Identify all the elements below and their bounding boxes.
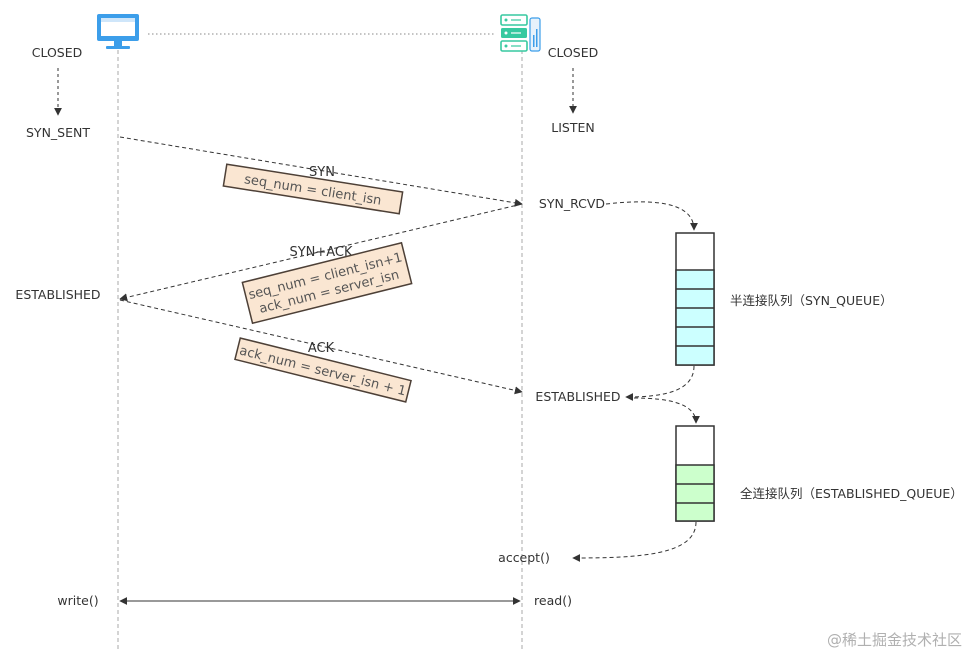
- syn-queue-label: 半连接队列（SYN_QUEUE）: [730, 293, 893, 308]
- server-state-closed: CLOSED: [548, 45, 599, 60]
- server-accept-call: accept(): [498, 550, 550, 565]
- accept-queue-to-accept-arrow: [572, 521, 697, 562]
- server-icon: [500, 14, 541, 52]
- established-to-accept-queue-arrow: [633, 397, 700, 424]
- accept-queue: [675, 425, 715, 522]
- accept-queue-label: 全连接队列（ESTABLISHED_QUEUE）: [740, 486, 963, 501]
- server-state-listen: LISTEN: [551, 120, 594, 135]
- server-state-established: ESTABLISHED: [535, 389, 620, 404]
- syn-arrow: [119, 136, 523, 207]
- client-state-syn-sent: SYN_SENT: [26, 125, 90, 140]
- server-read-call: read(): [534, 593, 572, 608]
- client-state-closed: CLOSED: [32, 45, 83, 60]
- client-write-call: write(): [57, 593, 98, 608]
- server-state-syn-rcvd: SYN_RCVD: [539, 196, 605, 211]
- syn-ack-arrow: [119, 203, 523, 302]
- ack-label: ACK: [308, 341, 335, 356]
- watermark: @稀土掘金技术社区: [827, 631, 962, 649]
- client-state-established: ESTABLISHED: [15, 287, 100, 302]
- monitor-icon: [97, 14, 139, 49]
- syn-ack-label: SYN+ACK: [289, 245, 353, 260]
- ack-arrow: [119, 299, 523, 395]
- syn-rcvd-to-queue-arrow: [605, 201, 698, 231]
- queue-to-established-arrow: [625, 365, 695, 401]
- syn-label: SYN: [309, 165, 335, 180]
- syn-queue: [675, 232, 715, 366]
